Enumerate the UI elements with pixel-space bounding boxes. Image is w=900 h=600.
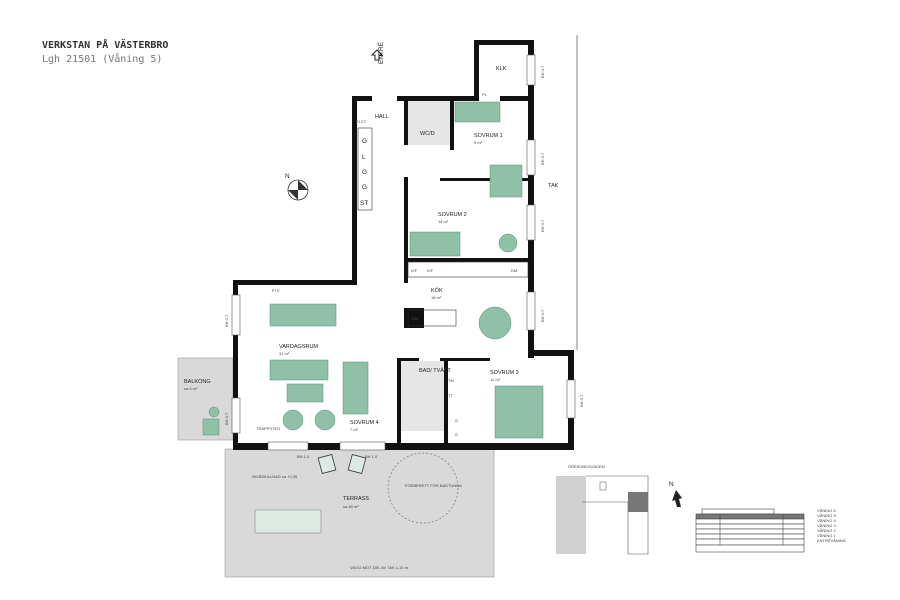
room-area: 31 m² (279, 351, 290, 356)
closet-label: G (455, 432, 458, 437)
room-sovrum1: SOVRUM 1 (474, 133, 503, 139)
keymap-north-label: N (669, 481, 674, 488)
room-area: 9 m² (474, 140, 483, 145)
wall-note: VÄGG MOT DEL AV TAK 1,15 m (350, 565, 409, 570)
closet-label: G (362, 184, 367, 191)
window-height-label: BH 0.7 (540, 65, 545, 78)
fridge-label: K/F (427, 268, 434, 273)
apartment-subtitle: Lgh 21501 (Våning 5) (42, 54, 163, 65)
room-hall: HALL (375, 114, 389, 120)
ftv-label: FTV (272, 288, 280, 293)
windows (231, 54, 576, 451)
kitchen-island (407, 309, 457, 327)
project-title: VERKSTAN PÅ VÄSTERBRO (42, 40, 169, 51)
washer-label: TM (448, 378, 454, 383)
room-balkong: BALKONG (184, 379, 211, 385)
room-area: ca 48 m² (343, 504, 359, 509)
window-height-label: BH 0.7 (224, 314, 229, 327)
room-wcd: WC/D (420, 131, 435, 137)
entrance-arrow-icon (370, 49, 384, 61)
floor-label: VÅNING 4 (817, 518, 836, 523)
room-kok: KÖK (431, 287, 443, 294)
north-label: N (285, 173, 290, 180)
floor-label: ENTRÉVÅNING (817, 538, 846, 543)
floor-label: VÅNING 2 (817, 528, 836, 533)
fridge-label: K/F (411, 268, 418, 273)
level-difference-label: NIVÅSKILLNAD ca +0,35 (252, 474, 298, 479)
walls (233, 40, 574, 450)
window-height-label: BH 1.0 (365, 454, 378, 459)
step-label: TRAPPSTEG (256, 426, 280, 431)
room-vardagsrum: VARDAGSRUM (279, 344, 318, 350)
building-elevation (695, 508, 805, 553)
room-bad: BAD/ TVÄTT (419, 367, 451, 374)
room-area: ca 6 m² (184, 386, 198, 391)
keymap-north-arrow-icon (672, 490, 682, 507)
closet-label: L (362, 154, 366, 161)
floor-label: VÅNING 5 (817, 513, 836, 518)
room-terrass: TERRASS (343, 496, 369, 502)
room-sovrum2: SOVRUM 2 (438, 212, 467, 218)
floor-label: VÅNING 3 (817, 523, 836, 528)
oven-label: U/M (411, 316, 418, 321)
bath-floor (401, 361, 444, 431)
window-height-label: BH 1.0 (297, 454, 310, 459)
window-height-label: BH 0.7 (579, 394, 584, 407)
wc-floor (408, 101, 450, 145)
street-label: ÖRESUNDSVÄGEN (568, 464, 605, 469)
closet-label: ST (360, 200, 368, 207)
dryer-label: TT (448, 393, 453, 398)
furniture (202, 101, 544, 534)
room-area: 7 m² (350, 427, 359, 432)
closet-label: G (362, 169, 367, 176)
hall-closets (357, 127, 373, 211)
room-sovrum3: SOVRUM 3 (490, 370, 519, 376)
room-area: 12 m² (490, 377, 501, 382)
room-sovrum4: SOVRUM 4 (350, 420, 379, 426)
room-tak: TAK (548, 183, 559, 189)
dishwasher-label: DM (511, 268, 517, 273)
electric-central-label: ELCT (356, 119, 367, 124)
floor-list: VÅNING 6 VÅNING 5 VÅNING 4 VÅNING 3 VÅNI… (817, 508, 846, 543)
closet-label: G (455, 418, 458, 423)
hot-tub-label: FÖRBERETT FÖR BADTUNNA (405, 483, 462, 488)
window-height-label: BH 0.7 (540, 309, 545, 322)
room-klk: KLK (496, 66, 507, 72)
closet-label: G (362, 138, 367, 145)
pl-label: PL (482, 92, 488, 97)
floor-label: VÅNING 1 (817, 533, 836, 538)
key-map: ÖRESUNDSVÄGEN (556, 464, 649, 555)
kitchen-counter (407, 261, 529, 278)
entrance-label: ENTRÉ (376, 41, 385, 64)
room-area: 14 m² (438, 219, 449, 224)
floor-label: VÅNING 6 (817, 508, 836, 513)
window-height-label: BH 0.7 (224, 412, 229, 425)
room-area: 18 m² (431, 295, 442, 300)
window-height-label: BH 0.7 (540, 152, 545, 165)
north-arrow-icon (287, 179, 309, 201)
window-height-label: BH 0.7 (540, 219, 545, 232)
